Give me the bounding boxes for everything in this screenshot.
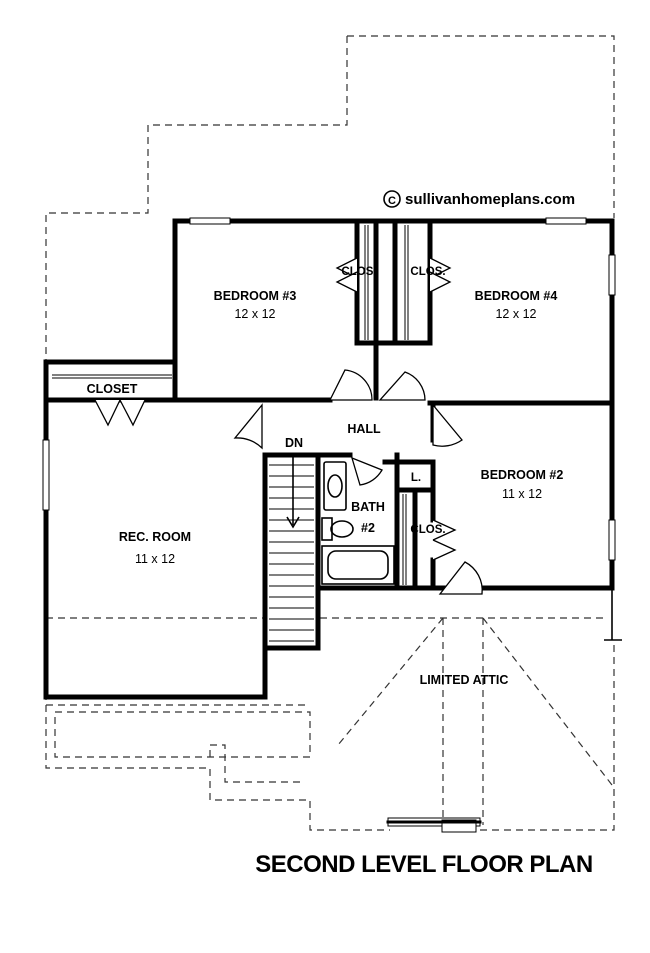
attic-lines	[46, 617, 613, 825]
bedroom-2-size: 11 x 12	[502, 487, 542, 501]
linen-closet-label: L.	[411, 472, 421, 484]
closet-rods	[52, 225, 409, 585]
stairs-down-label: DN	[285, 436, 303, 450]
bath-label: BATH	[351, 500, 385, 514]
bedroom-3-size: 12 x 12	[234, 307, 275, 321]
rec-room-size: 11 x 12	[135, 552, 175, 566]
copyright-icon: C	[388, 195, 396, 207]
plan-title: SECOND LEVEL FLOOR PLAN	[255, 851, 592, 878]
bath-number: #2	[361, 521, 375, 535]
bedroom-4-label: BEDROOM #4	[475, 289, 558, 303]
roof-outline	[45, 35, 615, 831]
bedroom-2-label: BEDROOM #2	[481, 468, 564, 482]
closet-label: CLOSET	[87, 382, 138, 396]
rec-room-label: REC. ROOM	[119, 530, 191, 544]
closet-bed2-label: CLOS.	[410, 524, 445, 536]
hall-label: HALL	[347, 422, 381, 436]
bath-fixtures	[321, 461, 395, 585]
credit-text: sullivanhomeplans.com	[405, 191, 575, 208]
staircase	[269, 455, 314, 642]
credit-line: C sullivanhomeplans.com	[383, 190, 575, 208]
closet-bed4-label: CLOS.	[410, 266, 445, 278]
bedroom-3-label: BEDROOM #3	[214, 289, 297, 303]
doors	[94, 257, 483, 595]
closet-bed3-label: CLOS.	[341, 266, 376, 278]
bedroom-4-size: 12 x 12	[495, 307, 536, 321]
attic-label: LIMITED ATTIC	[420, 673, 509, 687]
